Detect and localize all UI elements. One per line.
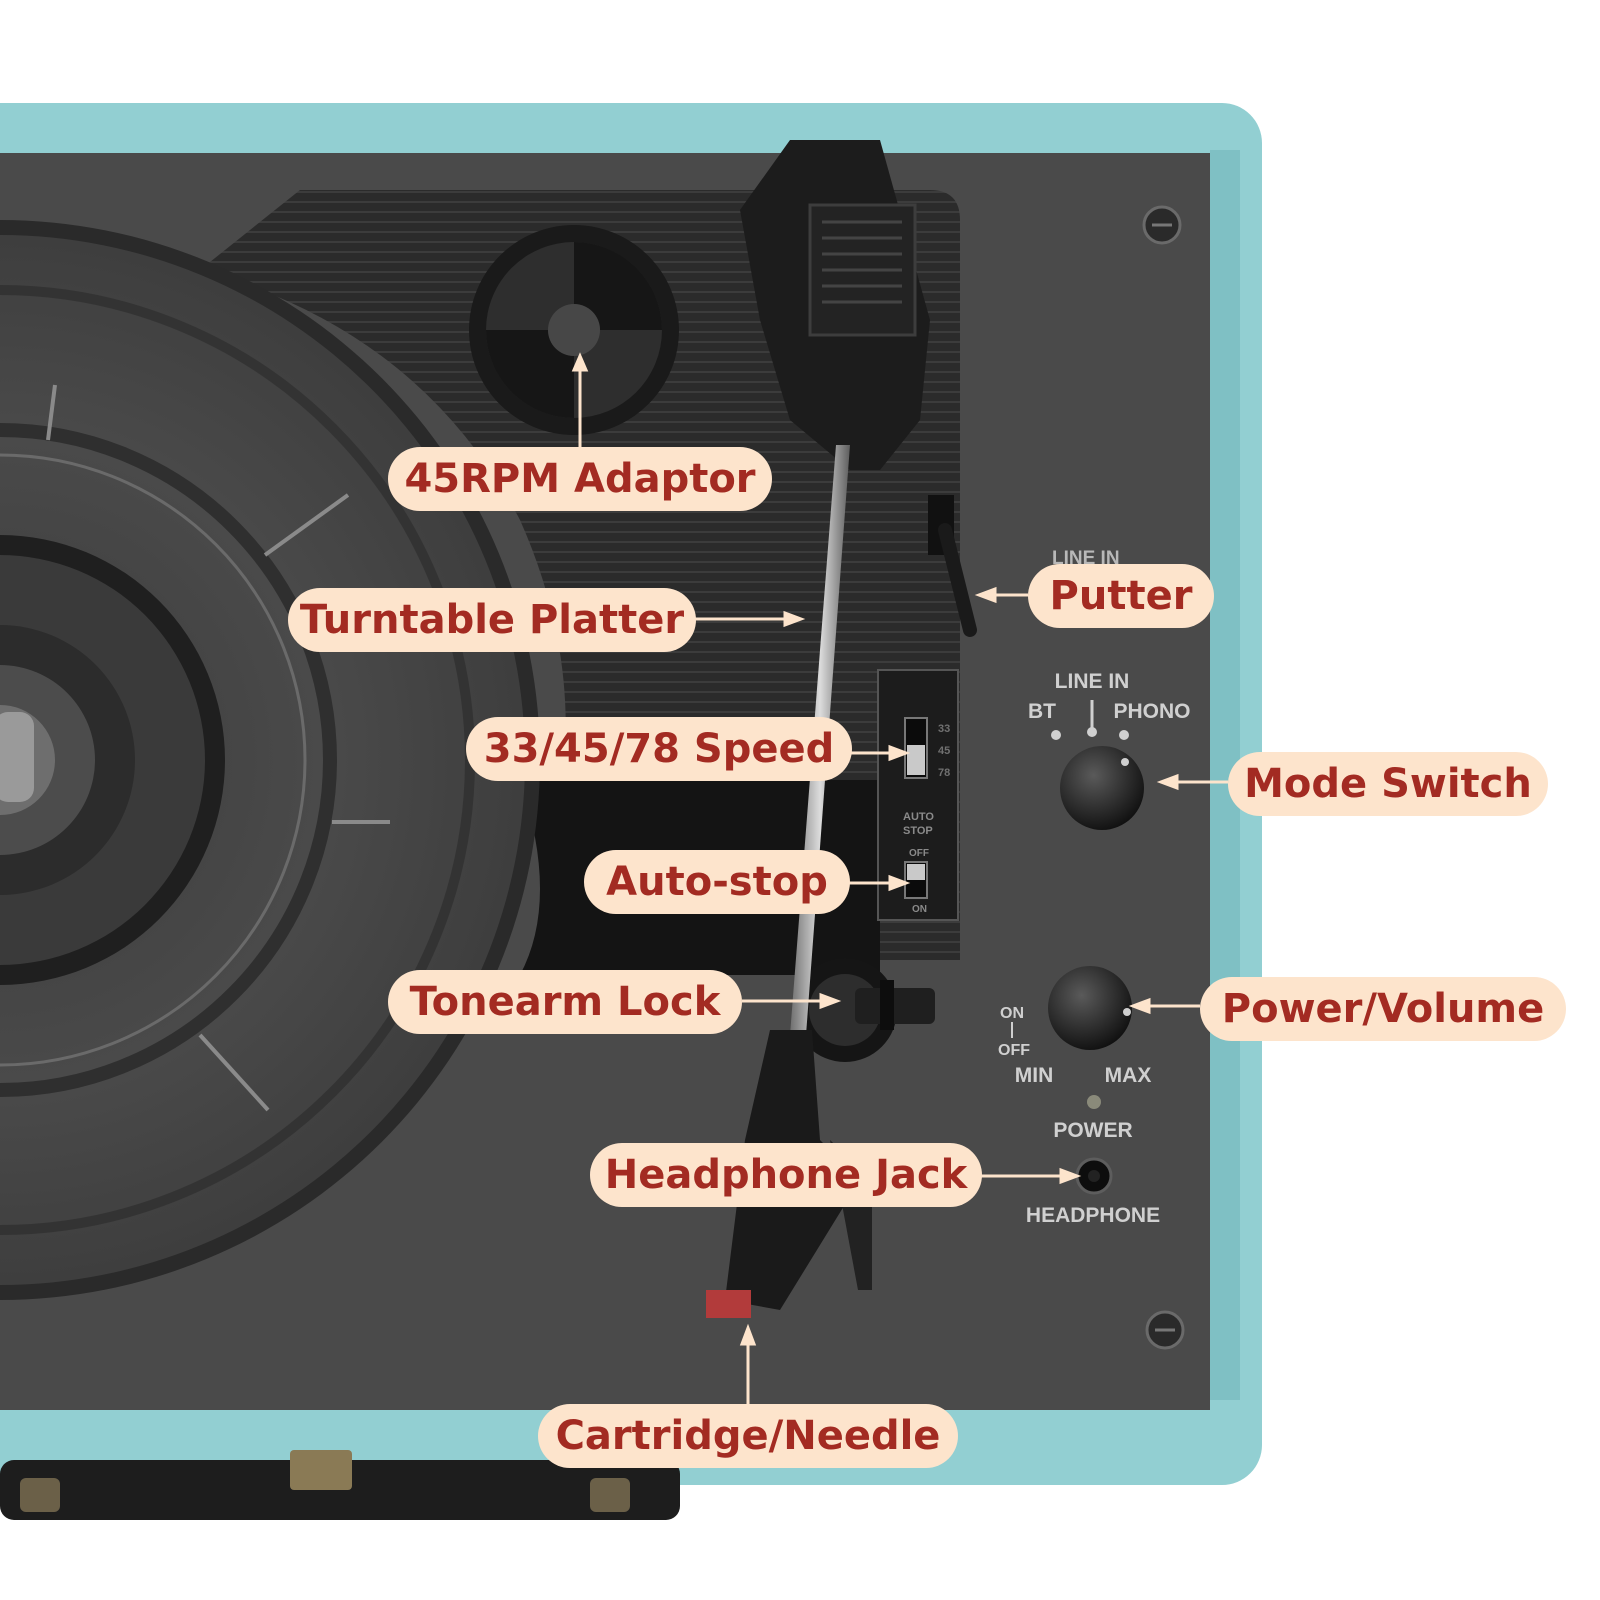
callout-mode-switch: Mode Switch bbox=[1228, 752, 1548, 816]
callout-cartridge-needle-text: Cartridge/Needle bbox=[555, 1413, 941, 1459]
callout-tonearm-lock: Tonearm Lock bbox=[388, 970, 742, 1034]
stop-mark: STOP bbox=[903, 825, 933, 837]
auto-mark: AUTO bbox=[903, 811, 934, 823]
callout-power-volume-text: Power/Volume bbox=[1221, 986, 1545, 1032]
screw-bottom bbox=[1145, 1310, 1185, 1350]
min-text: MIN bbox=[1015, 1064, 1054, 1087]
callout-tonearm-lock-text: Tonearm Lock bbox=[409, 979, 721, 1025]
adaptor-holder bbox=[469, 225, 679, 435]
cue-lever bbox=[928, 495, 977, 637]
callout-45rpm-adaptor-text: 45RPM Adaptor bbox=[404, 456, 756, 502]
autostop-on-mark: ON bbox=[912, 904, 927, 915]
power-text: POWER bbox=[1053, 1119, 1132, 1142]
speed-45-mark: 45 bbox=[938, 745, 950, 757]
power-led bbox=[1087, 1095, 1101, 1109]
line-in-top-text: LINE IN bbox=[1052, 548, 1120, 569]
mode-phono-text: PHONO bbox=[1113, 700, 1190, 723]
callout-mode-switch-text: Mode Switch bbox=[1244, 761, 1532, 807]
callout-headphone-jack: Headphone Jack bbox=[590, 1143, 982, 1207]
callout-speed-text: 33/45/78 Speed bbox=[483, 726, 835, 772]
autostop-off-mark: OFF bbox=[909, 848, 929, 859]
headphone-text: HEADPHONE bbox=[1026, 1204, 1160, 1227]
screw-top bbox=[1142, 205, 1182, 245]
callout-turntable-platter: Turntable Platter bbox=[288, 588, 696, 652]
leader-lines bbox=[571, 352, 1228, 1404]
tonearm-rest bbox=[793, 958, 935, 1062]
callout-speed: 33/45/78 Speed bbox=[466, 717, 852, 781]
callout-auto-stop: Auto-stop bbox=[584, 850, 850, 914]
callout-auto-stop-text: Auto-stop bbox=[606, 859, 828, 905]
callout-cartridge-needle: Cartridge/Needle bbox=[538, 1404, 958, 1468]
on-text: ON bbox=[1000, 1005, 1024, 1022]
headphone-jack[interactable] bbox=[1075, 1157, 1113, 1195]
callout-45rpm-adaptor: 45RPM Adaptor bbox=[388, 447, 772, 511]
speed-78-mark: 78 bbox=[938, 767, 950, 779]
speed-33-mark: 33 bbox=[938, 723, 950, 735]
callout-putter: Putter bbox=[1028, 564, 1214, 628]
callout-headphone-jack-text: Headphone Jack bbox=[604, 1152, 968, 1198]
off-text: OFF bbox=[998, 1042, 1030, 1059]
mode-bt-text: BT bbox=[1028, 700, 1056, 723]
mode-knob[interactable] bbox=[1060, 746, 1144, 830]
mode-line-in-text: LINE IN bbox=[1055, 670, 1130, 693]
callout-turntable-platter-text: Turntable Platter bbox=[299, 597, 685, 643]
callout-putter-text: Putter bbox=[1049, 573, 1193, 619]
volume-knob[interactable] bbox=[1048, 966, 1132, 1050]
callout-power-volume: Power/Volume bbox=[1200, 977, 1566, 1041]
max-text: MAX bbox=[1105, 1064, 1152, 1087]
